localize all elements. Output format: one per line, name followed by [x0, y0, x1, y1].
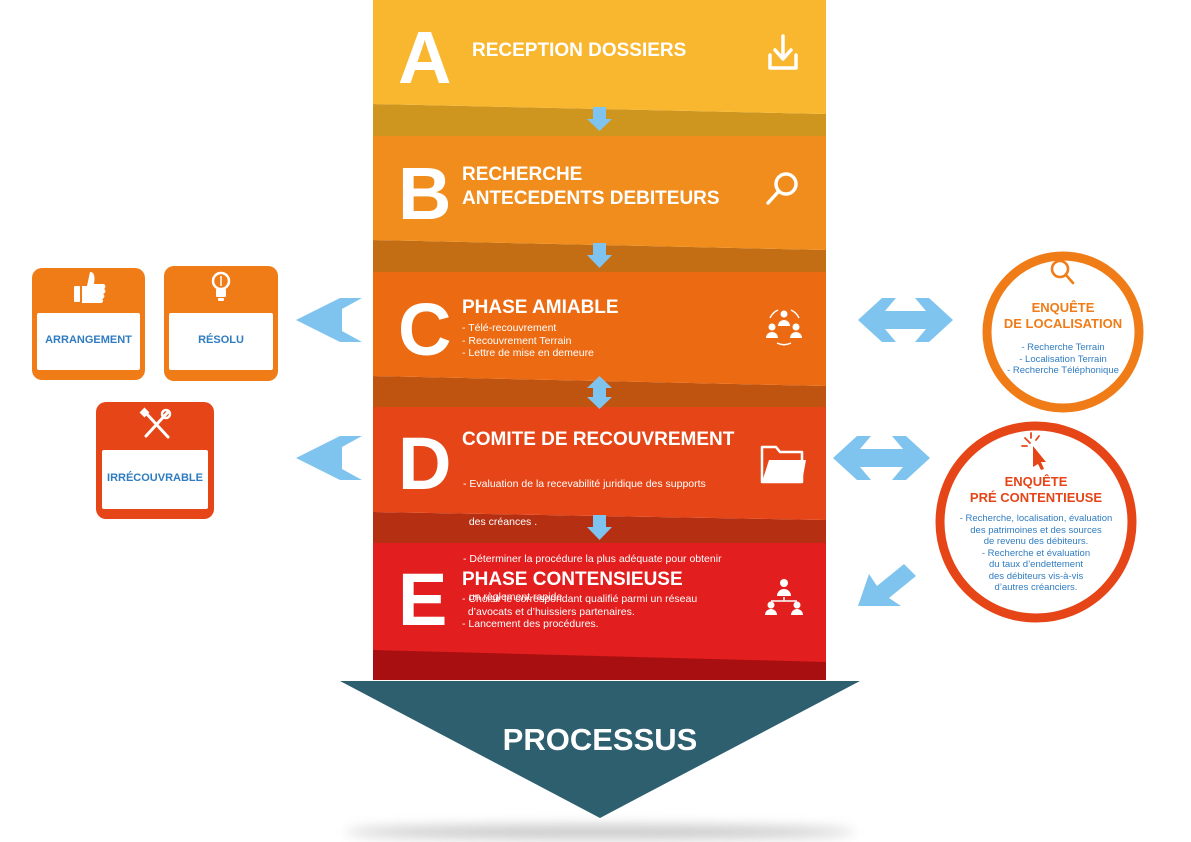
- lightbulb-icon: [211, 271, 231, 301]
- left-arrow-c: [296, 298, 362, 342]
- card-irrecouvrable-label: IRRÉCOUVRABLE: [107, 472, 203, 484]
- download-icon: [768, 34, 798, 70]
- step-d-title: COMITE DE RECOUVREMENT: [462, 429, 735, 450]
- down-arrow-a-b: [587, 107, 612, 131]
- circle-localisation-title: ENQUÊTE DE LOCALISATION: [993, 300, 1133, 332]
- step-b-letter: B: [398, 152, 452, 235]
- step-c-letter: C: [398, 288, 452, 371]
- hierarchy-icon: [765, 579, 803, 615]
- circle-localisation-bullet: - Recherche Terrain: [1021, 342, 1105, 353]
- circle-pre-contentieuse-bullet: d’autres créanciers.: [994, 582, 1078, 593]
- double-arrow-c: [858, 298, 953, 342]
- down-arrow-d-e: [587, 515, 612, 540]
- magnifier-icon: [1050, 259, 1075, 285]
- circle-localisation-title-line: DE LOCALISATION: [1003, 316, 1123, 331]
- processus-label: PROCESSUS: [502, 722, 698, 757]
- step-c-bullet: - Télé-recouvrement: [462, 322, 557, 334]
- thumbs-up-icon: [74, 272, 106, 303]
- step-e-letter: E: [398, 558, 448, 641]
- diagonal-arrow-e: [858, 564, 916, 606]
- processus-arrow: [340, 681, 860, 818]
- step-e-title: PHASE CONTENSIEUSE: [462, 569, 683, 590]
- circle-pre-contentieuse-title-line: PRÉ CONTENTIEUSE: [969, 490, 1103, 505]
- step-e-bullet: - Choisir le correspondant qualifié parm…: [462, 593, 698, 605]
- circle-pre-contentieuse-bullets: - Recherche, localisation, évaluation de…: [950, 513, 1122, 594]
- down-arrow-b-c: [587, 243, 612, 268]
- cursor-click-icon: [1021, 432, 1046, 470]
- step-a-title: RECEPTION DOSSIERS: [472, 40, 687, 61]
- step-b-title-line1: RECHERCHE: [462, 164, 583, 185]
- step-d-bullet: des créances .: [463, 515, 538, 528]
- circle-pre-contentieuse-title: ENQUÊTE PRÉ CONTENTIEUSE: [956, 474, 1116, 506]
- team-cycle-icon: [766, 309, 802, 346]
- circle-localisation: [982, 251, 1144, 413]
- card-arrangement-label: ARRANGEMENT: [45, 334, 132, 346]
- step-d-bullet: - Déterminer la procédure la plus adéqua…: [463, 553, 722, 565]
- step-e-bullets: - Choisir le correspondant qualifié parm…: [462, 593, 697, 631]
- card-arrangement: [32, 268, 145, 380]
- step-d-bullets: - Evaluation de la recevabilité juridiqu…: [463, 453, 722, 616]
- step-b-title-line2: ANTECEDENTS DEBITEURS: [462, 188, 720, 209]
- circle-pre-contentieuse: [935, 421, 1137, 623]
- card-resolu: [164, 266, 278, 381]
- left-arrow-d: [296, 436, 362, 480]
- step-d-letter: D: [398, 422, 452, 505]
- circle-localisation-bullets: - Recherche Terrain - Localisation Terra…: [993, 342, 1133, 377]
- tools-icon: [139, 407, 172, 439]
- circle-localisation-title-line: ENQUÊTE: [1031, 300, 1095, 315]
- step-c-title: PHASE AMIABLE: [462, 297, 619, 318]
- ground-shadow: [345, 825, 855, 839]
- circle-pre-contentieuse-bullet: - Recherche et évaluation: [981, 547, 1091, 559]
- circle-localisation-bullet: - Localisation Terrain: [1019, 353, 1107, 365]
- step-e-bullet: d’avocats et d’huissiers partenaires.: [462, 605, 635, 618]
- circle-pre-contentieuse-title-line: ENQUÊTE: [1004, 474, 1068, 489]
- card-irrecouvrable: [96, 402, 214, 519]
- step-c-bullet: - Lettre de mise en demeure: [462, 347, 594, 359]
- step-d-bullet: un règlement rapide: [463, 590, 563, 603]
- circle-pre-contentieuse-bullet: des débiteurs vis-à-vis: [988, 570, 1084, 582]
- band-e: [373, 543, 826, 680]
- step-d-bullet: - Evaluation de la recevabilité juridiqu…: [463, 478, 706, 490]
- circle-pre-contentieuse-bullet: - Recherche, localisation, évaluation: [959, 513, 1113, 524]
- circle-pre-contentieuse-bullet: de revenu des débiteurs.: [983, 536, 1089, 547]
- card-resolu-label: RÉSOLU: [198, 334, 244, 346]
- updown-arrow-c-d: [587, 376, 612, 409]
- circle-pre-contentieuse-bullet: du taux d’endettement: [988, 559, 1083, 570]
- magnifier-icon: [766, 172, 798, 205]
- step-c-bullet: - Recouvrement Terrain: [462, 334, 572, 347]
- connector-arrows: [587, 107, 612, 540]
- folder-icon: [760, 445, 806, 484]
- double-arrow-d: [833, 436, 930, 480]
- circle-localisation-bullet: - Recherche Téléphonique: [1007, 365, 1119, 376]
- step-e-bullet: - Lancement des procédures.: [462, 618, 599, 630]
- step-a-letter: A: [398, 16, 452, 99]
- step-c-bullets: - Télé-recouvrement - Recouvrement Terra…: [462, 322, 594, 360]
- circle-pre-contentieuse-bullet: des patrimoines et des sources: [970, 524, 1102, 536]
- right-arrows: [833, 298, 953, 606]
- left-arrows: [296, 298, 362, 480]
